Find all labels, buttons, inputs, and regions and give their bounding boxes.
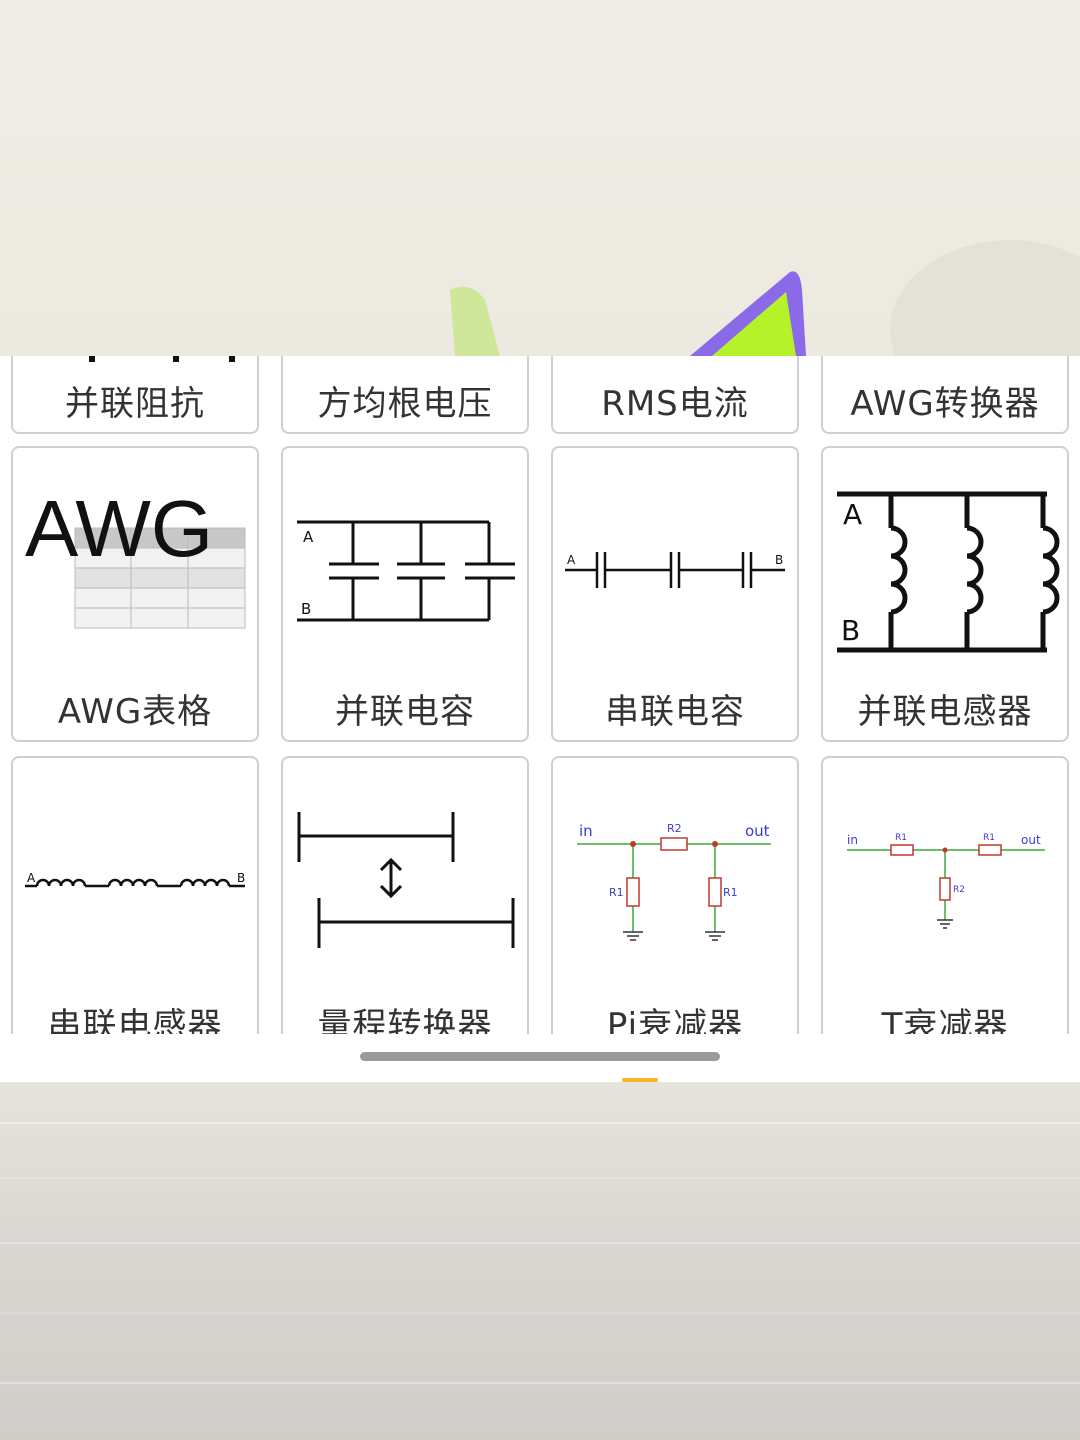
- tool-card-t-attenuator[interactable]: in out R1 R1 R2 T衰减器: [821, 756, 1069, 1034]
- node-a-label: A: [567, 553, 576, 567]
- tool-label: 方均根电压: [317, 384, 493, 424]
- node-b-label: B: [237, 871, 245, 885]
- t-out-label: out: [1021, 833, 1041, 847]
- tool-label: 串联电感器: [47, 1006, 223, 1034]
- pi-r1-label: R1: [723, 886, 738, 899]
- tool-label: T衰减器: [881, 1006, 1009, 1034]
- t-r1-label: R1: [895, 833, 907, 843]
- node-a-label: A: [303, 528, 314, 546]
- tool-card-parallel-inductor[interactable]: A B 并联电感器: [821, 446, 1069, 742]
- tool-card-series-inductor[interactable]: A B 串联电感器: [11, 756, 259, 1034]
- pi-out-label: out: [745, 822, 770, 840]
- t-r2-label: R2: [953, 885, 965, 895]
- node-b-label: B: [841, 614, 860, 647]
- node-b-label: B: [301, 600, 311, 618]
- tool-label: AWG转换器: [850, 384, 1040, 424]
- tool-label: Pi衰减器: [606, 1006, 744, 1034]
- parallel-inductor-icon: A B: [837, 491, 1060, 653]
- wallpaper-bottom: [0, 1082, 1080, 1440]
- parallel-impedance-icon: [89, 356, 235, 362]
- wallpaper-decoration: [450, 240, 1080, 356]
- node-a-label: A: [843, 498, 862, 531]
- wallpaper-top: [0, 0, 1080, 356]
- tool-card-rms-voltage[interactable]: 方均根电压: [281, 356, 529, 434]
- tool-label: 串联电容: [605, 692, 745, 732]
- range-converter-icon: [297, 812, 515, 948]
- tool-card-parallel-capacitor[interactable]: A B 并联电容: [281, 446, 529, 742]
- t-in-label: in: [847, 833, 858, 847]
- t-attenuator-icon: in out R1 R1 R2: [847, 833, 1045, 929]
- awg-logo-text: AWG: [25, 488, 213, 573]
- series-capacitor-icon: A B: [565, 552, 785, 588]
- tool-card-awg-table[interactable]: AWG AWG表格: [11, 446, 259, 742]
- tool-label: 量程转换器: [317, 1006, 493, 1034]
- tool-label: RMS电流: [601, 384, 749, 424]
- t-r1-label: R1: [983, 833, 995, 843]
- node-b-label: B: [775, 553, 783, 567]
- tool-label: 并联电容: [335, 692, 475, 732]
- pi-attenuator-icon: in out R2 R1 R1: [577, 822, 771, 941]
- tool-card-awg-converter[interactable]: AWG转换器: [821, 356, 1069, 434]
- pi-r2-label: R2: [667, 822, 682, 835]
- tool-card-range-converter[interactable]: 量程转换器: [281, 756, 529, 1034]
- tool-card-pi-attenuator[interactable]: in out R2 R1 R1 Pi衰减器: [551, 756, 799, 1034]
- tool-label: 并联阻抗: [65, 384, 205, 424]
- tool-card-rms-current[interactable]: RMS电流: [551, 356, 799, 434]
- pi-r1-label: R1: [609, 886, 624, 899]
- tools-panel: 并联阻抗 方均根电压 RMS电流 AWG转换器 AWG: [0, 356, 1080, 1082]
- tool-label: 并联电感器: [857, 692, 1033, 732]
- tools-grid: 并联阻抗 方均根电压 RMS电流 AWG转换器 AWG: [0, 356, 1080, 1034]
- home-indicator[interactable]: [360, 1052, 720, 1061]
- tool-card-series-capacitor[interactable]: A B 串联电容: [551, 446, 799, 742]
- parallel-capacitor-icon: A B: [297, 520, 515, 622]
- tool-card-parallel-impedance[interactable]: 并联阻抗: [11, 356, 259, 434]
- tool-label: AWG表格: [57, 692, 213, 732]
- awg-table-icon: AWG: [25, 488, 246, 629]
- node-a-label: A: [27, 871, 36, 885]
- series-inductor-icon: A B: [25, 871, 245, 888]
- pi-in-label: in: [579, 822, 593, 840]
